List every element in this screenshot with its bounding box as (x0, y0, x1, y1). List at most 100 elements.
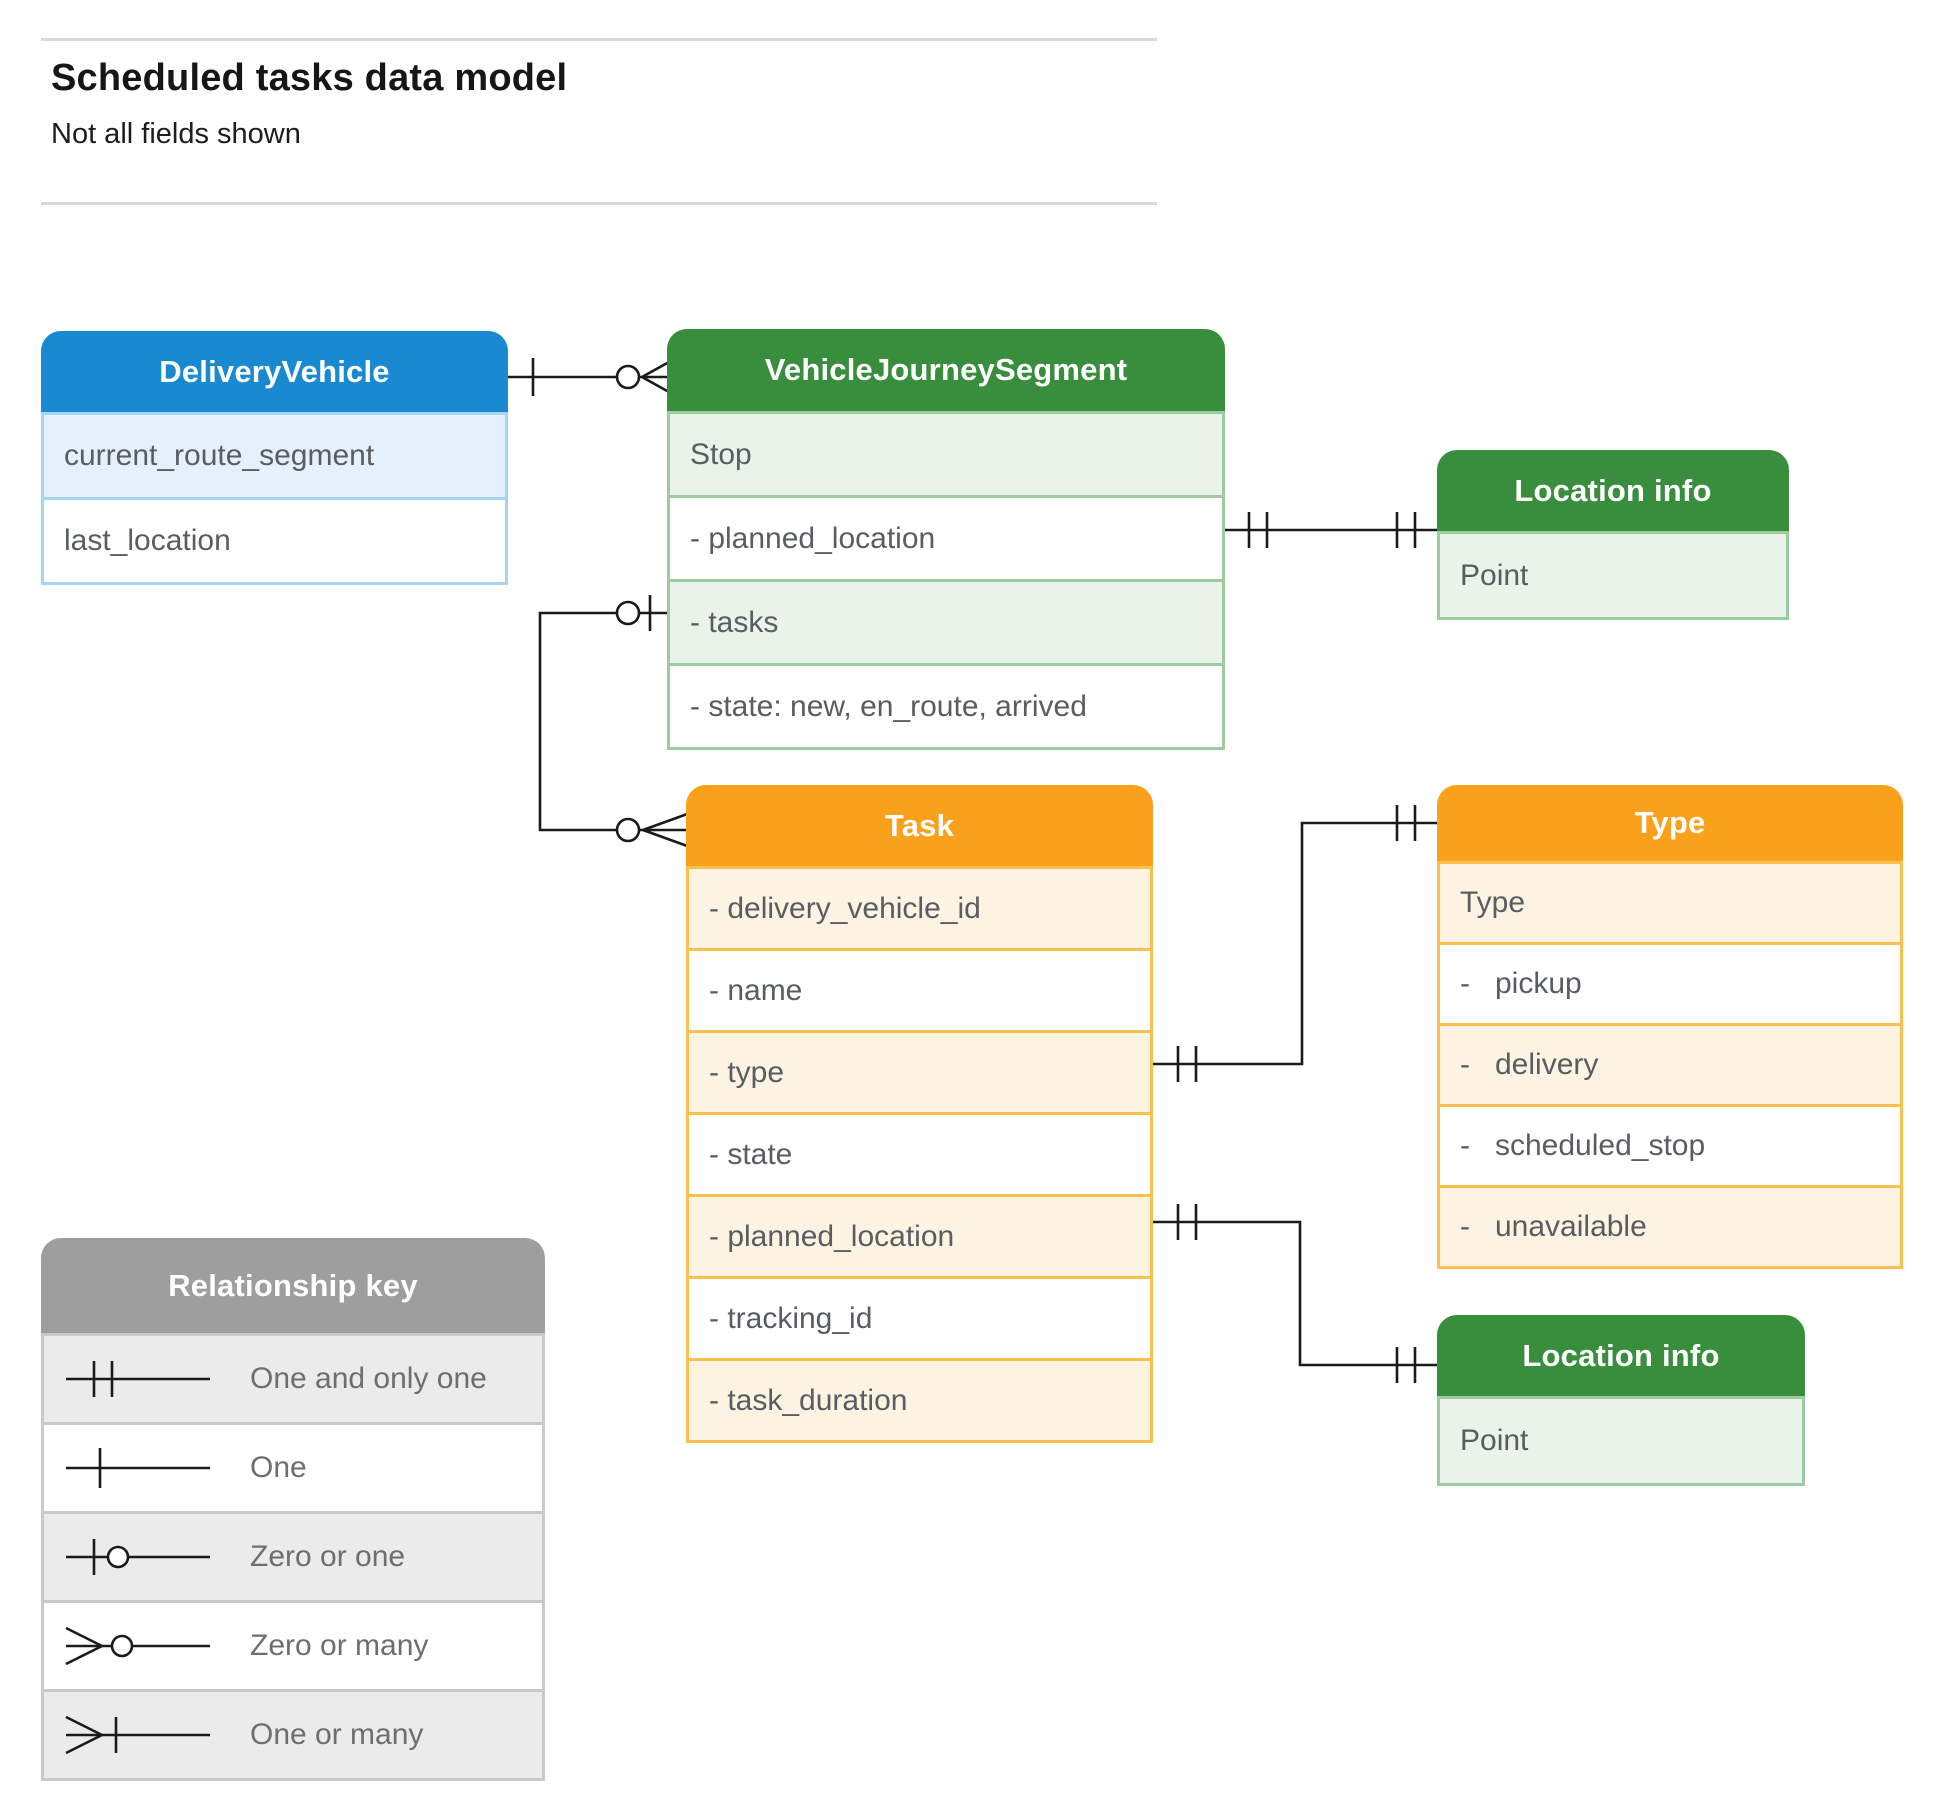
field-row-unavailable: - unavailable (1440, 1185, 1900, 1266)
entity-delivery-vehicle-header: DeliveryVehicle (41, 331, 508, 412)
field-label: Type (1460, 886, 1526, 919)
entity-vehicle-journey-segment-body: Stop - planned_location - tasks - state:… (667, 411, 1225, 750)
entity-title: Location info (1522, 1337, 1720, 1373)
connector-tasktype-to-type (1152, 805, 1440, 1082)
field-row-pickup: - pickup (1440, 942, 1900, 1023)
top-divider (41, 38, 1157, 41)
field-row-type: - type (689, 1030, 1150, 1112)
field-row-task-duration: - task_duration (689, 1358, 1150, 1440)
entity-title: Location info (1514, 472, 1712, 508)
relationship-key-legend: Relationship key One and only one One Ze… (41, 1238, 545, 1781)
entity-vehicle-journey-segment: VehicleJourneySegment Stop - planned_loc… (667, 329, 1225, 750)
relationship-key-header: Relationship key (41, 1238, 545, 1333)
entity-task: Task - delivery_vehicle_id - name - type… (686, 785, 1153, 1443)
entity-location-info-bottom: Location info Point (1437, 1315, 1805, 1486)
field-label: last_location (64, 524, 231, 557)
field-row-tracking-id: - tracking_id (689, 1276, 1150, 1358)
zero-circle (615, 364, 641, 390)
entity-title: DeliveryVehicle (159, 353, 390, 389)
legend-label: One or many (250, 1718, 424, 1751)
entity-title: Type (1634, 805, 1706, 840)
field-label: - delivery (1460, 1048, 1599, 1081)
field-label: - type (709, 1055, 785, 1089)
field-label: - state (709, 1137, 793, 1171)
connector-plannedlocation-to-locationinfo-top (1225, 512, 1440, 548)
legend-title: Relationship key (168, 1267, 418, 1303)
field-row-planned-location: - planned_location (689, 1194, 1150, 1276)
field-label: - state: new, en_route, arrived (690, 689, 1087, 723)
relationship-key-body: One and only one One Zero or one Zero or… (41, 1333, 545, 1781)
entity-type-header: Type (1437, 785, 1903, 861)
field-label: Point (1460, 558, 1529, 592)
legend-item-one: One (44, 1422, 542, 1511)
field-label: - planned_location (690, 521, 936, 555)
connector-plannedlocation-to-locationinfo-bottom (1152, 1204, 1440, 1383)
legend-label: One and only one (250, 1362, 487, 1395)
connector-deliveryvehicle-to-vehiclejourneysegment (507, 358, 670, 396)
entity-type-body: Type - pickup - delivery - scheduled_sto… (1437, 861, 1903, 1269)
entity-location-info-top-header: Location info (1437, 450, 1789, 531)
entity-type: Type Type - pickup - delivery - schedule… (1437, 785, 1903, 1269)
field-row-name: - name (689, 948, 1150, 1030)
field-label: - name (709, 973, 803, 1007)
entity-vehicle-journey-segment-header: VehicleJourneySegment (667, 329, 1225, 411)
field-row-state: - state: new, en_route, arrived (670, 663, 1222, 747)
legend-item-one-or-many: One or many (44, 1689, 542, 1778)
field-row-type: Type (1440, 861, 1900, 942)
entity-location-info-top-body: Point (1437, 531, 1789, 620)
field-row-delivery-vehicle-id: - delivery_vehicle_id (689, 866, 1150, 948)
one-and-only-one-ticks (1395, 805, 1417, 841)
field-label: - delivery_vehicle_id (709, 891, 981, 925)
entity-task-body: - delivery_vehicle_id - name - type - st… (686, 866, 1153, 1443)
entity-delivery-vehicle-body: current_route_segment last_location (41, 412, 508, 585)
field-label: - scheduled_stop (1460, 1129, 1706, 1162)
field-row-delivery: - delivery (1440, 1023, 1900, 1104)
entity-task-header: Task (686, 785, 1153, 866)
page-title: Scheduled tasks data model (51, 57, 568, 99)
field-label: - pickup (1460, 967, 1582, 1000)
entity-location-info-bottom-body: Point (1437, 1396, 1805, 1486)
field-row-tasks: - tasks (670, 579, 1222, 663)
legend-item-one-and-only-one: One and only one (44, 1333, 542, 1422)
field-label: - planned_location (709, 1219, 955, 1253)
field-row-point: Point (1440, 1396, 1802, 1483)
field-label: - tasks (690, 605, 779, 639)
entity-title: Task (884, 807, 955, 843)
field-row-last-location: last_location (44, 497, 505, 582)
legend-item-zero-or-one: Zero or one (44, 1511, 542, 1600)
field-label: Point (1460, 1424, 1529, 1457)
one-and-only-one-ticks (1395, 512, 1417, 548)
field-row-point: Point (1440, 531, 1786, 617)
one-and-only-one-ticks (1247, 512, 1269, 548)
page-subtitle: Not all fields shown (51, 118, 301, 150)
field-label: current_route_segment (64, 439, 375, 472)
field-row-scheduled-stop: - scheduled_stop (1440, 1104, 1900, 1185)
one-or-many-symbol (65, 1715, 210, 1755)
legend-label: Zero or one (250, 1540, 406, 1573)
field-row-state: - state (689, 1112, 1150, 1194)
field-row-planned-location: - planned_location (670, 495, 1222, 579)
zero-circle (615, 817, 641, 843)
entity-location-info-bottom-header: Location info (1437, 1315, 1805, 1396)
crow-foot (641, 360, 670, 394)
entity-delivery-vehicle: DeliveryVehicle current_route_segment la… (41, 331, 508, 585)
field-row-current-route-segment: current_route_segment (44, 412, 505, 497)
entity-title: VehicleJourneySegment (764, 352, 1128, 387)
entity-location-info-top: Location info Point (1437, 450, 1789, 620)
field-row-stop: Stop (670, 411, 1222, 495)
crow-foot (642, 811, 691, 849)
zero-or-many-symbol (65, 1626, 210, 1666)
field-label: - tracking_id (709, 1301, 873, 1335)
one-symbol (66, 1448, 210, 1488)
legend-label: One (250, 1451, 307, 1484)
legend-label: Zero or many (250, 1629, 429, 1662)
zero-or-one-symbol (66, 1539, 210, 1575)
one-and-only-one-ticks (1176, 1046, 1198, 1082)
legend-item-zero-or-many: Zero or many (44, 1600, 542, 1689)
bottom-divider (41, 202, 1157, 205)
one-and-only-one-symbol (66, 1361, 210, 1397)
connector-tasks-to-task (538, 595, 691, 849)
one-and-only-one-ticks (1176, 1204, 1198, 1240)
